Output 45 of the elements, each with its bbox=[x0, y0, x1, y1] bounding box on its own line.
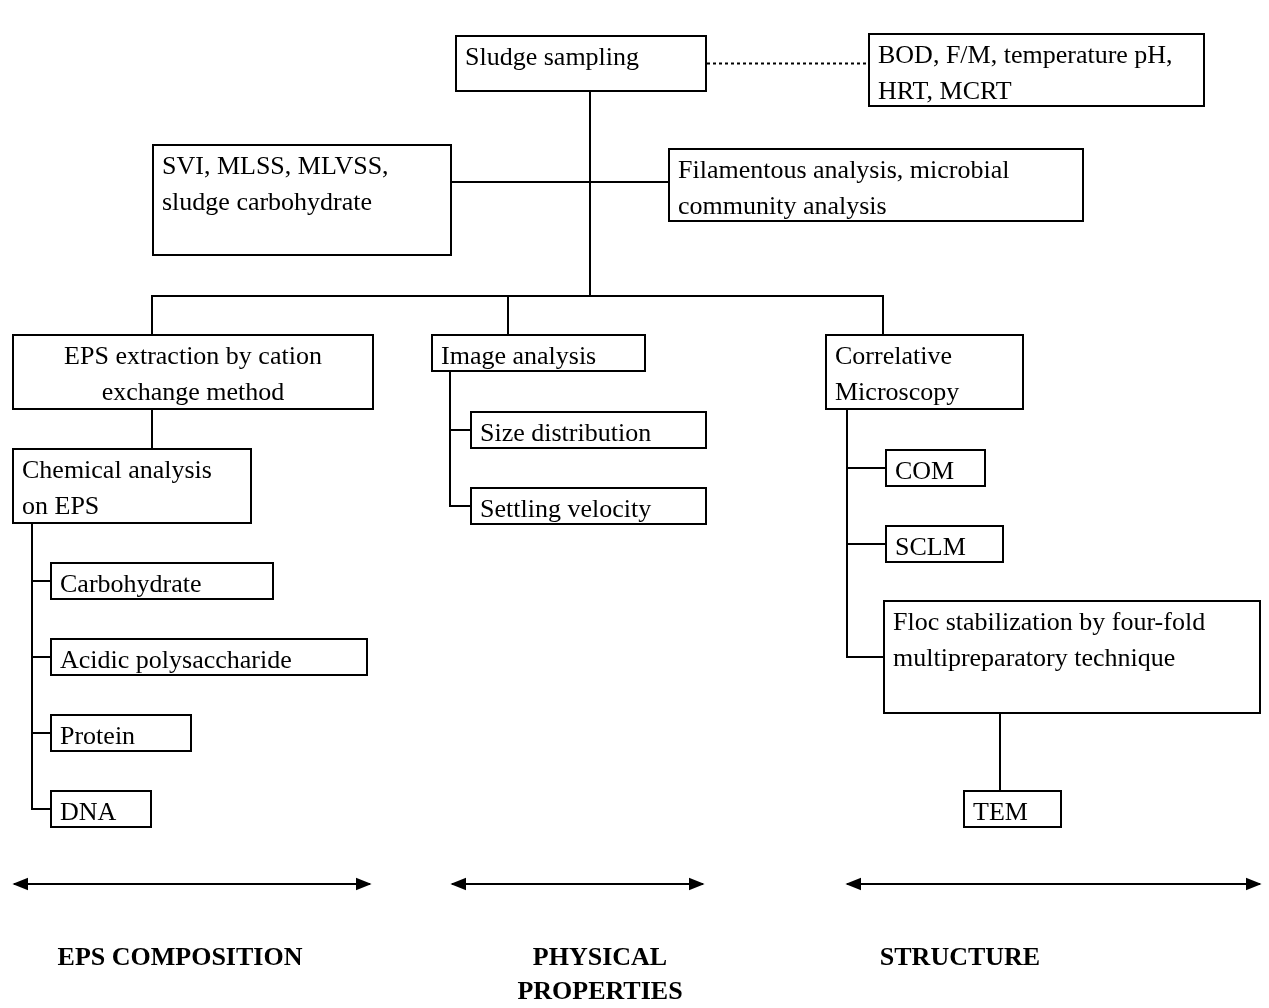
process-box bbox=[12, 334, 374, 410]
box-label: Filamentous analysis, microbial community analysis bbox=[678, 154, 1011, 222]
box-label: COM bbox=[895, 455, 956, 487]
connector-line bbox=[449, 371, 471, 507]
process-box bbox=[470, 487, 707, 525]
box-label: Correlative Microscopy bbox=[835, 340, 961, 408]
process-box bbox=[885, 525, 1004, 563]
process-box bbox=[152, 144, 452, 256]
box-label: Size distribution bbox=[480, 417, 653, 449]
process-box bbox=[50, 790, 152, 828]
process-box bbox=[431, 334, 646, 372]
process-box bbox=[883, 600, 1261, 714]
box-label: Settling velocity bbox=[480, 493, 653, 525]
process-box bbox=[885, 449, 986, 487]
process-box bbox=[50, 638, 368, 676]
box-label: EPS extraction by cation exchange method bbox=[63, 340, 323, 408]
process-box bbox=[50, 714, 192, 752]
process-box bbox=[668, 148, 1084, 222]
box-label: Chemical analysis on EPS bbox=[22, 454, 213, 522]
dotted-connector bbox=[706, 62, 869, 65]
process-box bbox=[50, 562, 274, 600]
process-box bbox=[455, 35, 707, 92]
section-heading: STRUCTURE bbox=[878, 941, 1042, 973]
process-box bbox=[868, 33, 1205, 107]
box-label: DNA bbox=[60, 796, 118, 828]
box-label: Protein bbox=[60, 720, 137, 752]
box-label: SVI, MLSS, MLVSS, sludge carbohydrate bbox=[162, 150, 390, 218]
process-box bbox=[470, 411, 707, 449]
connector-line bbox=[846, 409, 884, 658]
connector-line bbox=[151, 409, 153, 449]
connector-line bbox=[31, 523, 51, 810]
box-label: Sludge sampling bbox=[465, 41, 641, 73]
section-heading: EPS COMPOSITION bbox=[56, 941, 304, 973]
process-box bbox=[825, 334, 1024, 410]
box-label: SCLM bbox=[895, 531, 967, 563]
connector-line bbox=[999, 713, 1001, 791]
box-label: Image analysis bbox=[441, 340, 598, 372]
box-label: BOD, F/M, temperature pH, HRT, MCRT bbox=[878, 39, 1174, 107]
box-label: Carbohydrate bbox=[60, 568, 203, 600]
box-label: Floc stabilization by four-fold multipreparatory technique bbox=[893, 606, 1207, 674]
process-box bbox=[12, 448, 252, 524]
process-box bbox=[963, 790, 1062, 828]
box-label: TEM bbox=[973, 796, 1029, 828]
section-heading: PHYSICAL PROPERTIES bbox=[516, 941, 684, 1007]
box-label: Acidic polysaccharide bbox=[60, 644, 293, 676]
